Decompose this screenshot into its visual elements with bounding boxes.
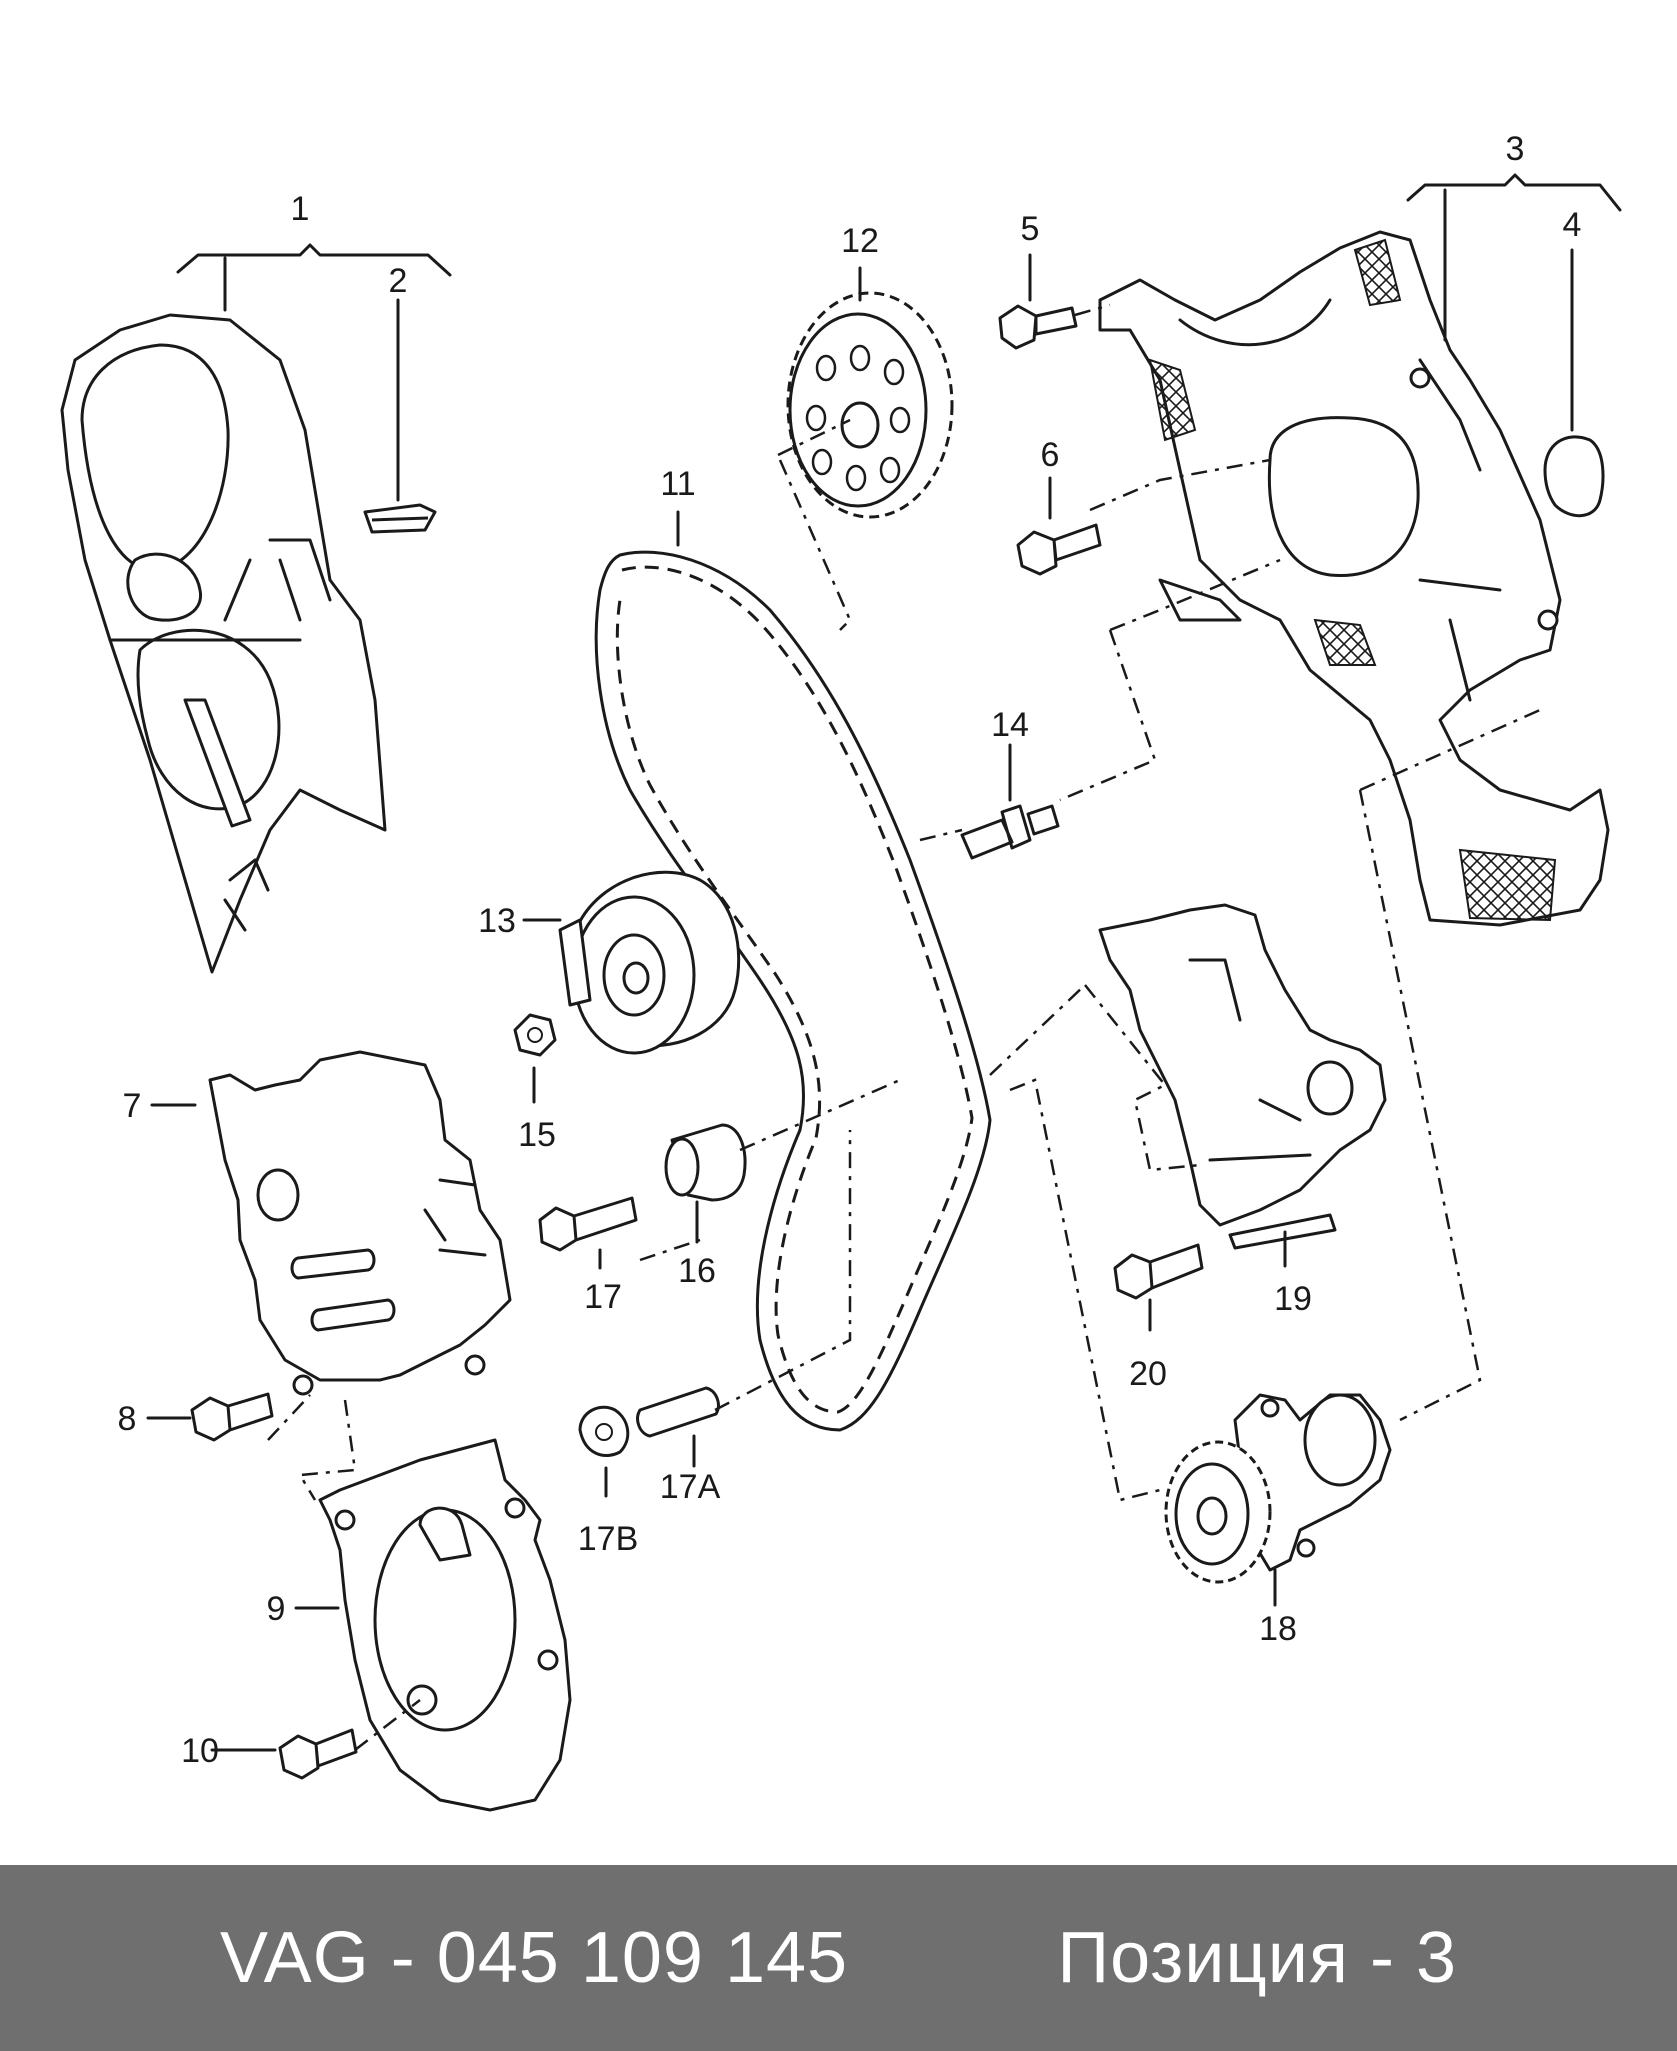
bolt-10	[278, 1728, 358, 1780]
label-4: 4	[1563, 206, 1582, 244]
label-19: 19	[1274, 1280, 1312, 1318]
lower-timing-cover	[318, 1438, 572, 1812]
label-1: 1	[291, 190, 310, 228]
label-7: 7	[123, 1087, 142, 1125]
label-13: 13	[478, 902, 516, 940]
timing-belt-exploded-diagram: 1 2 3 4 5 6 7 8 9 10 11 12 13 14 15 16 1…	[60, 130, 1622, 1812]
label-10: 10	[181, 1732, 219, 1770]
bushing-17a	[636, 1386, 720, 1438]
part-labels: 1 2 3 4 5 6 7 8 9 10 11 12 13 14 15 16 1…	[118, 130, 1582, 1770]
leader-lines	[146, 173, 1622, 1752]
timing-belt	[594, 550, 992, 1432]
position-label: Позиция - 3	[1057, 1918, 1457, 1998]
rear-timing-cover	[1098, 230, 1610, 927]
label-9: 9	[267, 1590, 286, 1628]
label-15: 15	[518, 1116, 556, 1154]
part-info-footer: VAG - 045 109 145 Позиция - 3	[0, 1865, 1677, 2051]
nut-17b	[578, 1405, 630, 1457]
label-8: 8	[118, 1400, 137, 1438]
label-18: 18	[1259, 1610, 1297, 1648]
label-17b: 17B	[578, 1520, 639, 1558]
bolt-17	[538, 1196, 638, 1252]
water-pump	[1164, 1393, 1392, 1584]
upper-timing-cover	[60, 313, 387, 974]
bolt-6	[1016, 523, 1102, 576]
label-3: 3	[1506, 130, 1525, 168]
bolt-5	[998, 304, 1078, 350]
label-6: 6	[1041, 436, 1060, 474]
label-11: 11	[660, 465, 695, 503]
label-2: 2	[389, 262, 408, 300]
camshaft-sprocket	[786, 291, 954, 519]
stud	[960, 804, 1060, 860]
cover-clip	[363, 503, 437, 534]
tensioner-pulley	[558, 870, 741, 1055]
label-16: 16	[678, 1252, 716, 1290]
bolt-8	[190, 1392, 274, 1442]
assembly-lines	[267, 303, 1541, 1751]
middle-timing-cover	[208, 1050, 512, 1396]
label-17a: 17A	[660, 1468, 721, 1506]
idler-roller	[664, 1123, 747, 1202]
cover-plug	[1543, 435, 1605, 518]
engine-bracket	[1098, 903, 1387, 1250]
tensioner-nut	[513, 1013, 557, 1057]
label-17: 17	[584, 1278, 622, 1316]
label-20: 20	[1129, 1355, 1167, 1393]
label-5: 5	[1021, 210, 1040, 248]
bolt-20	[1113, 1243, 1204, 1300]
label-14: 14	[991, 706, 1029, 744]
label-12: 12	[841, 222, 879, 260]
part-number: VAG - 045 109 145	[220, 1918, 849, 1998]
